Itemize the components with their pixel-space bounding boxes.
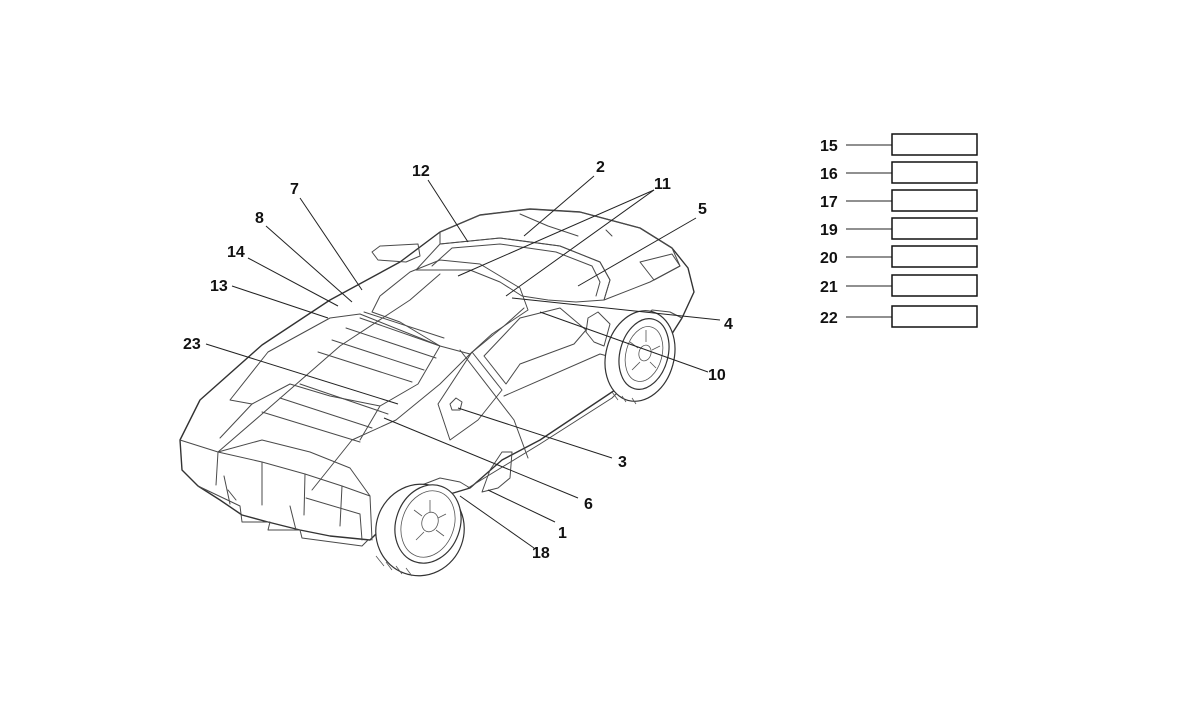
leader-10 bbox=[539, 311, 709, 373]
legend-row-15: 15 bbox=[820, 133, 978, 156]
leader-4 bbox=[511, 297, 721, 321]
leader-1 bbox=[487, 489, 556, 523]
hood-center-line bbox=[519, 213, 613, 237]
leader-6 bbox=[383, 417, 579, 499]
rear-lights bbox=[217, 439, 371, 531]
leader-8 bbox=[265, 225, 353, 303]
side-window-rear bbox=[437, 351, 503, 441]
callout-3: 3 bbox=[618, 454, 627, 471]
rear-panel-top bbox=[215, 451, 343, 527]
legend-label: 15 bbox=[820, 138, 838, 155]
engine-vents bbox=[219, 383, 389, 443]
car-drawing bbox=[179, 208, 695, 547]
legend-label: 16 bbox=[820, 166, 838, 183]
legend: 15 16 17 19 20 21 22 bbox=[820, 133, 978, 328]
callout-5: 5 bbox=[698, 201, 707, 218]
legend-row-20: 20 bbox=[820, 245, 978, 268]
rear-diffuser bbox=[223, 475, 363, 541]
engine-cover bbox=[229, 313, 441, 407]
callout-7: 7 bbox=[290, 181, 299, 198]
leader-13 bbox=[231, 285, 329, 319]
front-wheel bbox=[604, 310, 676, 405]
leader-14 bbox=[247, 257, 339, 307]
left-mirror bbox=[371, 243, 421, 263]
air-intake bbox=[481, 451, 513, 493]
leader-2 bbox=[523, 175, 595, 237]
callout-labels: 1 2 3 4 5 6 7 8 10 11 12 13 14 18 23 bbox=[183, 159, 733, 562]
legend-label: 17 bbox=[820, 194, 838, 211]
legend-row-22: 22 bbox=[820, 305, 978, 328]
leader-7 bbox=[299, 197, 363, 291]
legend-box bbox=[891, 217, 978, 240]
callout-13: 13 bbox=[210, 278, 228, 295]
legend-box bbox=[891, 189, 978, 212]
callout-11: 11 bbox=[654, 176, 671, 193]
callout-8: 8 bbox=[255, 210, 264, 227]
legend-row-19: 19 bbox=[820, 217, 978, 240]
roof bbox=[371, 259, 529, 355]
callout-12: 12 bbox=[412, 163, 430, 180]
door-line bbox=[459, 349, 623, 459]
rear-fascia bbox=[179, 439, 373, 541]
leader-11b bbox=[505, 189, 655, 297]
windshield bbox=[415, 237, 611, 303]
leader-lines bbox=[205, 175, 721, 549]
callout-4: 4 bbox=[724, 316, 733, 333]
rear-wheel bbox=[375, 483, 465, 577]
legend-label: 19 bbox=[820, 222, 838, 239]
callout-2: 2 bbox=[596, 159, 605, 176]
callout-1: 1 bbox=[558, 525, 567, 542]
legend-row-17: 17 bbox=[820, 189, 978, 212]
legend-box bbox=[891, 305, 978, 328]
engine-slats bbox=[317, 311, 445, 383]
legend-label: 20 bbox=[820, 250, 838, 267]
fuel-cap bbox=[449, 397, 463, 411]
callout-18: 18 bbox=[532, 545, 550, 562]
windshield-inner bbox=[431, 243, 601, 297]
legend-box bbox=[891, 274, 978, 297]
hood bbox=[439, 208, 681, 301]
rear-bumper bbox=[197, 485, 369, 547]
callout-10: 10 bbox=[708, 367, 726, 384]
legend-row-16: 16 bbox=[820, 161, 978, 184]
legend-label: 21 bbox=[820, 279, 838, 296]
leader-18 bbox=[459, 495, 535, 549]
leader-23 bbox=[205, 343, 399, 405]
callout-23: 23 bbox=[183, 336, 201, 353]
legend-box bbox=[891, 245, 978, 268]
side-mirror bbox=[585, 311, 611, 347]
legend-row-21: 21 bbox=[820, 274, 978, 297]
leader-3 bbox=[457, 407, 613, 459]
callout-14: 14 bbox=[227, 244, 245, 261]
leader-5 bbox=[577, 217, 697, 287]
hood-vent bbox=[639, 253, 681, 281]
callout-6: 6 bbox=[584, 496, 593, 513]
side-window bbox=[483, 307, 587, 385]
legend-label: 22 bbox=[820, 310, 838, 327]
leader-11a bbox=[457, 189, 655, 277]
roof-spine-left bbox=[217, 273, 441, 453]
legend-box bbox=[891, 161, 978, 184]
legend-box bbox=[891, 133, 978, 156]
leader-12 bbox=[427, 179, 469, 243]
